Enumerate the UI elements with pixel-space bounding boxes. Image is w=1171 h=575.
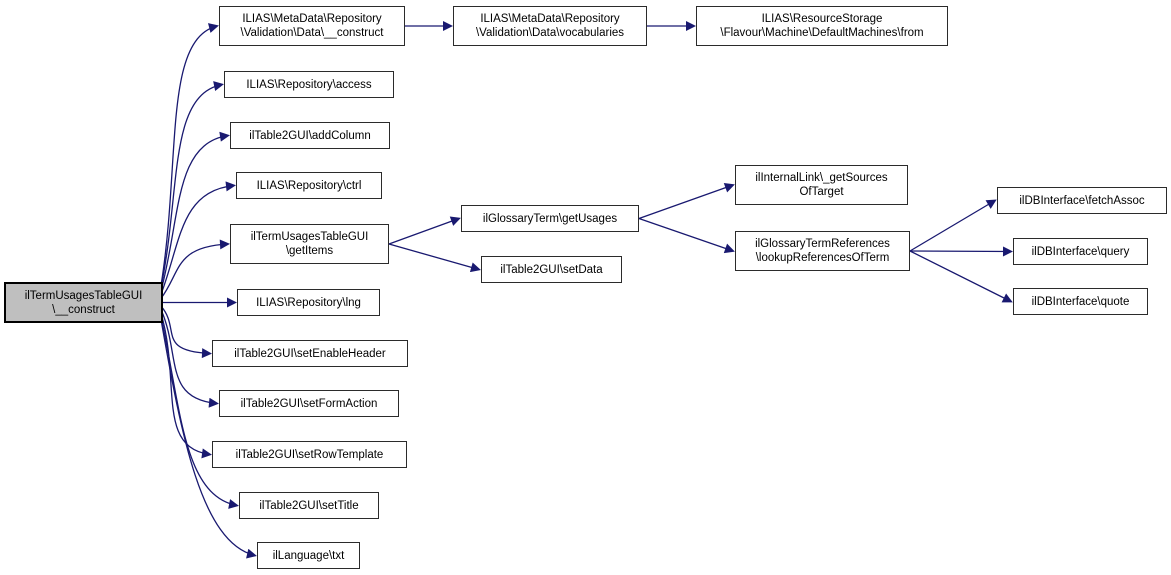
graph-node-quote[interactable]: ilDBInterface\quote (1013, 288, 1148, 315)
graph-node-label: ILIAS\Repository\access (246, 78, 372, 91)
graph-node-set-form-action[interactable]: ilTable2GUI\setFormAction (219, 390, 399, 417)
graph-node-label: ilTable2GUI\setFormAction (240, 397, 378, 410)
graph-node-root: ilTermUsagesTableGUI\__construct (4, 282, 163, 323)
graph-edge-root-to-access (160, 81, 224, 288)
graph-node-label: ilDBInterface\fetchAssoc (1019, 194, 1145, 207)
graph-node-label: ilTable2GUI\setTitle (259, 499, 359, 512)
graph-node-access[interactable]: ILIAS\Repository\access (224, 71, 394, 98)
graph-node-get-items[interactable]: ilTermUsagesTableGUI \getItems (230, 224, 389, 264)
graph-edge-root-to-set-form-action (160, 309, 219, 408)
graph-edge-get-usages-to-get-sources (638, 182, 735, 220)
graph-node-txt[interactable]: ilLanguage\txt (257, 542, 360, 569)
graph-node-label: ilLanguage\txt (272, 549, 345, 562)
graph-node-label: \__construct (52, 303, 115, 316)
graph-node-label: OfTarget (799, 186, 844, 198)
graph-node-label: \lookupReferencesOfTerm (755, 252, 890, 264)
graph-node-label: ilInternalLink\_getSources (755, 172, 888, 184)
graph-edge-get-usages-to-lookup-references (638, 217, 735, 254)
graph-node-label: \Validation\Data\__construct (240, 27, 384, 39)
graph-edge-lookup-references-to-quote (909, 250, 1013, 303)
graph-edge-root-to-txt (160, 319, 257, 559)
graph-node-metadata-construct[interactable]: ILIAS\MetaData\Repository \Validation\Dat… (219, 6, 405, 46)
graph-node-set-data[interactable]: ilTable2GUI\setData (481, 256, 622, 283)
graph-node-label: ilGlossaryTermReferences (755, 238, 890, 250)
graph-node-label: \getItems (285, 245, 334, 257)
graph-node-label: ILIAS\Repository\lng (256, 296, 361, 309)
graph-node-label: ilTable2GUI\addColumn (249, 129, 371, 142)
graph-node-ctrl[interactable]: ILIAS\Repository\ctrl (236, 172, 382, 199)
graph-node-query[interactable]: ilDBInterface\query (1013, 238, 1148, 265)
graph-node-label: ilGlossaryTerm\getUsages (482, 212, 618, 225)
graph-node-label: ILIAS\MetaData\Repository (242, 13, 382, 25)
graph-node-vocabularies[interactable]: ILIAS\MetaData\Repository \Validation\Dat… (453, 6, 647, 46)
graph-edge-get-items-to-get-usages (388, 216, 461, 245)
graph-node-label: ilDBInterface\quote (1031, 295, 1130, 308)
graph-node-set-title[interactable]: ilTable2GUI\setTitle (239, 492, 379, 519)
graph-node-set-enable-header[interactable]: ilTable2GUI\setEnableHeader (212, 340, 408, 367)
graph-node-label: ILIAS\Repository\ctrl (256, 179, 362, 192)
graph-node-label: \Flavour\Machine\DefaultMachines\from (720, 27, 924, 39)
graph-edge-root-to-set-title (160, 316, 239, 509)
graph-node-label: ilTermUsagesTableGUI (24, 289, 143, 302)
graph-node-default-machines-from[interactable]: ILIAS\ResourceStorage \Flavour\Machine\De… (696, 6, 948, 46)
graph-edge-get-items-to-set-data (388, 243, 481, 273)
graph-edge-root-to-metadata-construct (160, 23, 219, 286)
graph-node-set-row-template[interactable]: ilTable2GUI\setRowTemplate (212, 441, 407, 468)
graph-edge-root-to-get-items (160, 239, 230, 299)
graph-edge-lookup-references-to-query (909, 246, 1013, 257)
graph-node-label: ilTermUsagesTableGUI (250, 231, 369, 243)
graph-node-label: ilTable2GUI\setRowTemplate (235, 448, 384, 461)
graph-edge-root-to-set-row-template (160, 312, 212, 459)
graph-node-get-usages[interactable]: ilGlossaryTerm\getUsages (461, 205, 639, 232)
graph-node-label: \Validation\Data\vocabularies (475, 27, 625, 39)
graph-node-add-column[interactable]: ilTable2GUI\addColumn (230, 122, 390, 149)
graph-edge-root-to-add-column (160, 131, 230, 291)
graph-node-label: ilTable2GUI\setEnableHeader (234, 347, 386, 360)
graph-node-label: ILIAS\MetaData\Repository (480, 13, 620, 25)
graph-node-label: ILIAS\ResourceStorage (761, 13, 883, 25)
graph-edge-root-to-ctrl (160, 181, 236, 295)
graph-node-label: ilTable2GUI\setData (500, 263, 603, 276)
graph-edge-lookup-references-to-fetch-assoc (909, 199, 997, 252)
graph-node-lookup-references[interactable]: ilGlossaryTermReferences \lookupReference… (735, 231, 910, 271)
graph-node-fetch-assoc[interactable]: ilDBInterface\fetchAssoc (997, 187, 1167, 214)
graph-node-label: ilDBInterface\query (1031, 245, 1130, 258)
graph-edge-root-to-set-enable-header (160, 305, 212, 359)
graph-node-lng[interactable]: ILIAS\Repository\lng (237, 289, 380, 316)
